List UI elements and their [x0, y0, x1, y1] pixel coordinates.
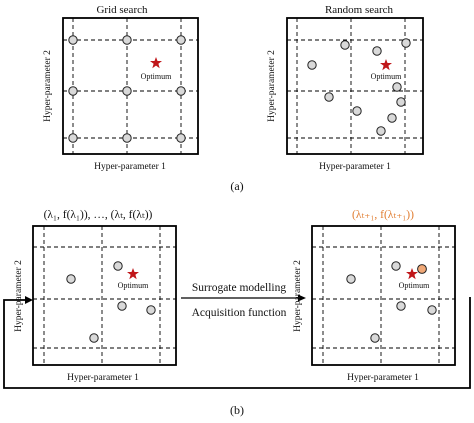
random-point [324, 92, 334, 102]
history-optimum-label: Optimum [118, 281, 149, 290]
bo-next-panel: (λₜ₊₁, f(λₜ₊₁)) Optimum Hyper-parameter … [293, 209, 456, 383]
observed-point [346, 274, 356, 284]
optimum-star-icon [127, 268, 139, 280]
observed-point [113, 261, 123, 271]
grid-point [68, 86, 78, 96]
grid-point [68, 133, 78, 143]
observed-point [391, 261, 401, 271]
random-point [396, 97, 406, 107]
observed-point [117, 301, 127, 311]
surrogate-arrow-group: Surrogate modelling Acquisition function [181, 282, 306, 319]
grid-point [176, 86, 186, 96]
history-xlabel: Hyper-parameter 1 [67, 373, 139, 383]
observed-point [66, 274, 76, 284]
grid-search-ylabel: Hyper-parameter 2 [43, 50, 53, 122]
observed-point [427, 305, 437, 315]
grid-point [122, 133, 132, 143]
history-gridlines [33, 226, 176, 365]
next-points [346, 261, 437, 343]
observed-point [89, 333, 99, 343]
arrow-head-icon [298, 294, 306, 302]
acquisition-function-label: Acquisition function [192, 307, 287, 319]
optimum-star-icon [406, 268, 418, 280]
next-optimum-label: Optimum [399, 281, 430, 290]
history-formula: (λ₁, f(λ₁)), …, (λₜ, f(λₜ)) [44, 209, 153, 221]
panel-a-caption: (a) [230, 179, 243, 193]
random-search-title: Random search [325, 4, 394, 16]
random-search-xlabel: Hyper-parameter 1 [319, 162, 391, 172]
feedback-loop-arrow [3, 296, 471, 389]
random-point [392, 82, 402, 92]
grid-search-xlabel: Hyper-parameter 1 [94, 162, 166, 172]
new-sample-point [417, 264, 427, 274]
grid-point [176, 133, 186, 143]
random-point [307, 60, 317, 70]
grid-search-optimum-label: Optimum [141, 72, 172, 81]
grid-search-panel: Grid search Optimum Hyper-parameter 1 Hy… [43, 4, 199, 172]
random-point [376, 126, 386, 136]
random-point [352, 106, 362, 116]
random-point [372, 46, 382, 56]
bo-history-panel: (λ₁, f(λ₁)), …, (λₜ, f(λₜ)) Optimum Hype… [14, 209, 177, 383]
random-search-optimum-label: Optimum [371, 72, 402, 81]
random-search-panel: Random search Optimum Hyper-parameter 1 … [267, 4, 424, 172]
grid-point [68, 35, 78, 45]
optimum-star-icon [150, 57, 162, 69]
grid-search-points [68, 35, 186, 143]
grid-point [176, 35, 186, 45]
history-plot-frame [32, 225, 177, 366]
history-points [66, 261, 156, 343]
random-point [387, 113, 397, 123]
observed-point [370, 333, 380, 343]
grid-search-plot-frame [62, 17, 199, 155]
next-plot-frame [311, 225, 456, 366]
panel-b-caption: (b) [230, 403, 244, 417]
grid-point [122, 86, 132, 96]
random-point [401, 38, 411, 48]
grid-point [122, 35, 132, 45]
surrogate-modelling-label: Surrogate modelling [192, 282, 286, 294]
optimum-star-icon [380, 59, 392, 71]
next-xlabel: Hyper-parameter 1 [347, 373, 419, 383]
grid-search-title: Grid search [96, 4, 148, 16]
observed-point [396, 301, 406, 311]
next-gridlines [312, 226, 455, 365]
observed-point [146, 305, 156, 315]
next-ylabel: Hyper-parameter 2 [293, 260, 303, 332]
next-candidate-formula: (λₜ₊₁, f(λₜ₊₁)) [352, 209, 414, 221]
random-search-points [307, 38, 411, 136]
random-search-gridlines [287, 18, 423, 154]
arrow-head-icon [25, 296, 33, 304]
random-search-plot-frame [286, 17, 424, 155]
history-ylabel: Hyper-parameter 2 [14, 260, 24, 332]
random-search-ylabel: Hyper-parameter 2 [267, 50, 277, 122]
random-point [340, 40, 350, 50]
